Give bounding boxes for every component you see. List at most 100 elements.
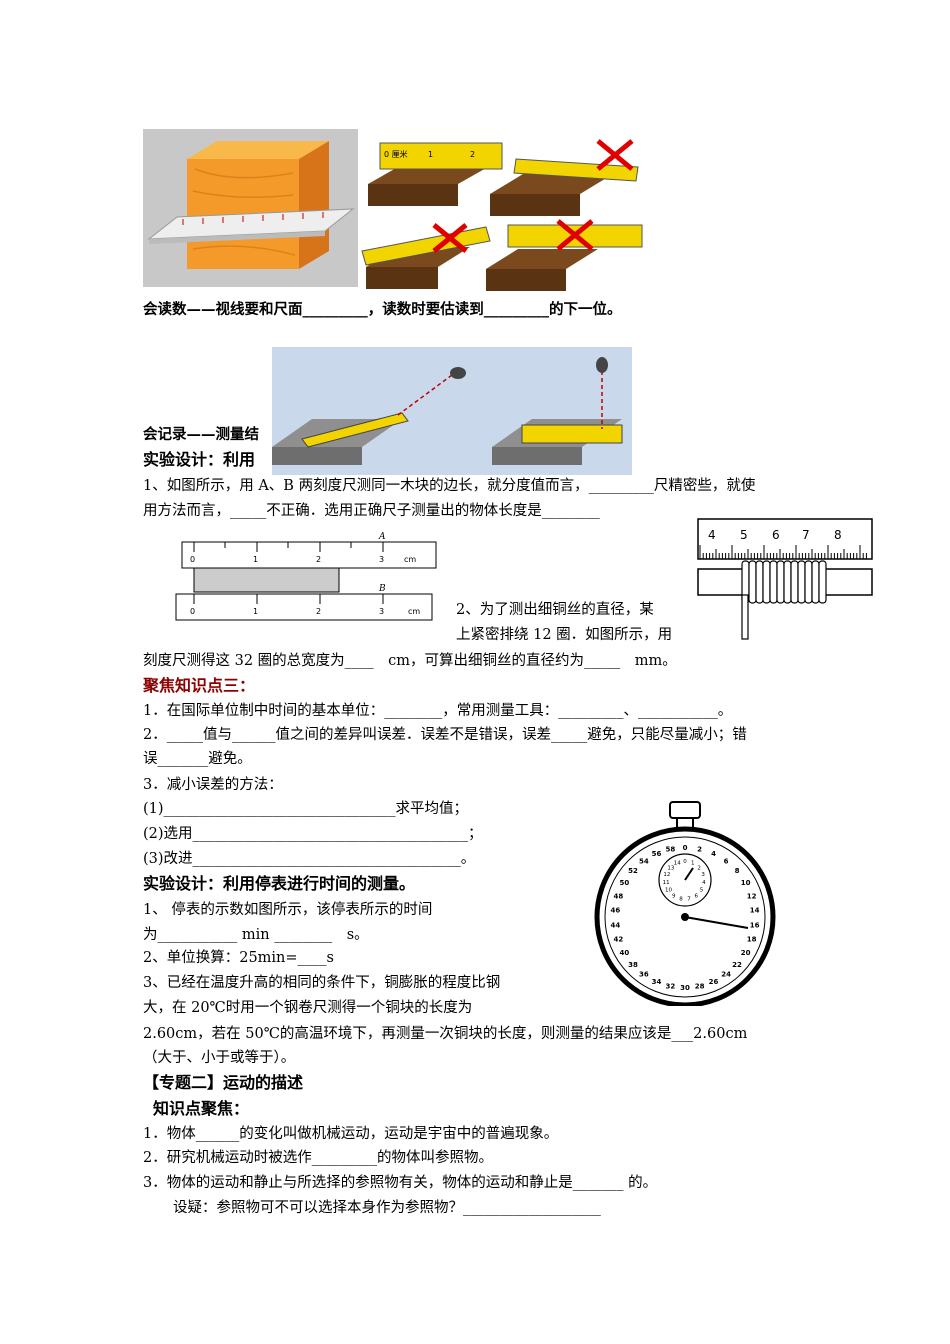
stopwatch-second-label: 34 — [652, 978, 662, 986]
question-2-line: 2、为了测出细铜丝的直径，某 — [456, 602, 654, 618]
stopwatch-second-label: 12 — [747, 892, 757, 900]
ruler-a-tick: 3 — [379, 555, 384, 564]
stopwatch-second-label: 26 — [709, 978, 719, 986]
knowledge-item: (1)________________________________求平均值； — [143, 801, 469, 817]
stopwatch-second-label: 40 — [620, 949, 630, 957]
knowledge-item: (3)改进___________________________________… — [143, 851, 476, 867]
knowledge-item: 3．减小误差的方法： — [143, 777, 283, 793]
wire-coil-figure: 4 5 6 7 8 — [697, 518, 873, 640]
coil-ruler-tick: 5 — [740, 528, 748, 542]
coil-ruler-tick: 4 — [708, 528, 716, 542]
stopwatch-second-label: 52 — [628, 867, 638, 875]
question-line: （大于、小于或等于）。 — [143, 1050, 296, 1066]
stopwatch-second-label: 36 — [639, 971, 649, 979]
knowledge-item: 2．研究机械运动时被选作_________的物体叫参照物。 — [143, 1150, 493, 1166]
question-line: 为___________ min ________ s。 — [143, 927, 369, 943]
stopwatch-minute-label: 11 — [663, 880, 670, 886]
question-line: 设疑：参照物可不可以选择本身作为参照物？___________________ — [173, 1200, 601, 1216]
stopwatch-minute-label: 0 — [683, 859, 687, 865]
stopwatch-minute-label: 7 — [687, 897, 691, 903]
section-heading: 实验设计：利用停表进行时间的测量。 — [143, 874, 416, 893]
stopwatch-second-label: 50 — [620, 879, 630, 887]
stopwatch-minute-label: 4 — [702, 880, 706, 886]
svg-text:2: 2 — [470, 150, 475, 159]
stopwatch-minute-label: 12 — [663, 872, 670, 878]
ruler-b-tick: 1 — [253, 607, 258, 616]
stopwatch-second-label: 16 — [750, 921, 760, 929]
question-line: 1、 停表的示数如图所示，该停表所示的时间 — [143, 902, 433, 918]
stopwatch-second-label: 8 — [735, 867, 740, 875]
reading-rule-line: 会读数——视线要和尺面_________，读数时要估读到_________的下一… — [143, 302, 622, 318]
ruler-b-tick: 2 — [316, 607, 321, 616]
section-heading: 知识点聚焦： — [153, 1099, 250, 1118]
ruler-a-tick: 0 — [190, 555, 195, 564]
question-2-line: 刻度尺测得这 32 圈的总宽度为____ cm，可算出细铜丝的直径约为_____… — [143, 653, 677, 669]
coil-ruler-tick: 7 — [802, 528, 810, 542]
stopwatch-second-label: 46 — [611, 907, 621, 915]
stopwatch-second-label: 6 — [724, 857, 729, 865]
knowledge-item: (2)选用___________________________________… — [143, 826, 483, 842]
stopwatch-second-label: 24 — [721, 971, 731, 979]
stopwatch-minute-label: 6 — [694, 893, 698, 899]
knowledge-item: 1．在国际单位制中时间的基本单位：________，常用测量工具：_______… — [143, 703, 733, 719]
stopwatch-minute-label: 5 — [700, 888, 704, 894]
question-line: 大，在 20℃时用一个钢卷尺测得一个铜块的长度为 — [143, 1000, 473, 1016]
stopwatch-minute-label: 9 — [672, 893, 676, 899]
stopwatch-second-label: 4 — [711, 850, 716, 858]
knowledge-item: 1．物体______的变化叫做机械运动，运动是宇宙中的普遍现象。 — [143, 1126, 559, 1142]
stopwatch-minute-label: 10 — [665, 888, 672, 894]
question-line: 3、已经在温度升高的相同的条件下，铜膨胀的程度比钢 — [143, 975, 501, 991]
stopwatch-second-label: 2 — [697, 846, 702, 854]
ruler-b-tick: 0 — [190, 607, 195, 616]
recording-rule-line: 会记录——测量结 — [143, 427, 259, 443]
ruler-a-unit: cm — [404, 555, 416, 564]
coil-ruler-tick: 6 — [772, 528, 780, 542]
coil-ruler-tick: 8 — [834, 528, 842, 542]
section-heading: 实验设计：利用 — [143, 450, 256, 469]
stopwatch-second-label: 14 — [750, 907, 760, 915]
knowledge-item: 3．物体的运动和静止与所选择的参照物有关，物体的运动和静止是_______ 的。 — [143, 1175, 658, 1191]
sight-line-image — [272, 347, 632, 475]
ruler-a-tick: 1 — [253, 555, 258, 564]
stopwatch-second-label: 0 — [683, 844, 688, 852]
stopwatch-second-label: 32 — [666, 983, 676, 991]
stopwatch-minute-label: 13 — [667, 865, 674, 871]
stopwatch-second-label: 10 — [741, 879, 751, 887]
question-line: 2、单位换算：25min=____s — [143, 950, 334, 966]
stopwatch-second-label: 18 — [747, 936, 757, 944]
section-heading: 聚焦知识点三： — [143, 676, 256, 695]
ruler-b-unit: cm — [408, 607, 420, 616]
stopwatch-minute-label: 8 — [679, 897, 683, 903]
stopwatch-second-label: 42 — [614, 936, 624, 944]
svg-text:1: 1 — [428, 150, 433, 159]
stopwatch-minute-label: 2 — [697, 865, 701, 871]
question-1-line: 用方法而言，_____不正确．选用正确尺子测量出的物体长度是________ — [143, 503, 600, 519]
ruler-b-tick: 3 — [379, 607, 384, 616]
stopwatch-second-label: 30 — [680, 984, 690, 992]
stopwatch-second-label: 22 — [732, 961, 742, 969]
question-1-line: 1、如图所示，用 A、B 两刻度尺测同一木块的边长，就分度值而言，_______… — [143, 478, 756, 494]
rulers-ab-figure: 0 1 2 3 A cm 0 1 2 3 B cm — [175, 532, 437, 621]
knowledge-item: 2．_____值与______值之间的差异叫误差．误差不是错误，误差_____避… — [143, 727, 747, 743]
stopwatch-second-label: 28 — [695, 983, 705, 991]
knowledge-item: 误_______避免。 — [143, 751, 252, 767]
question-line: 2.60cm，若在 50℃的高温环境下，再测量一次铜块的长度，则测量的结果应该是… — [143, 1026, 748, 1042]
stopwatch-minute-label: 14 — [674, 861, 681, 867]
ruler-placement-examples-image: 0 厘米 1 2 — [358, 129, 648, 294]
svg-text:0 厘米: 0 厘米 — [384, 149, 408, 159]
stopwatch-second-label: 38 — [628, 961, 638, 969]
stopwatch-minute-label: 3 — [701, 872, 705, 878]
stopwatch-second-label: 44 — [611, 921, 621, 929]
topic-heading: 【专题二】运动的描述 — [143, 1073, 304, 1092]
stopwatch-second-label: 58 — [666, 846, 676, 854]
stopwatch-second-label: 20 — [741, 949, 751, 957]
wooden-block-ruler-image — [143, 129, 358, 287]
ruler-a-label: A — [378, 532, 386, 542]
stopwatch-second-label: 56 — [652, 850, 662, 858]
stopwatch-minute-label: 1 — [691, 861, 695, 867]
stopwatch-second-label: 48 — [614, 892, 624, 900]
ruler-a-tick: 2 — [316, 555, 321, 564]
stopwatch-second-label: 54 — [639, 857, 649, 865]
ruler-b-label: B — [378, 584, 386, 594]
